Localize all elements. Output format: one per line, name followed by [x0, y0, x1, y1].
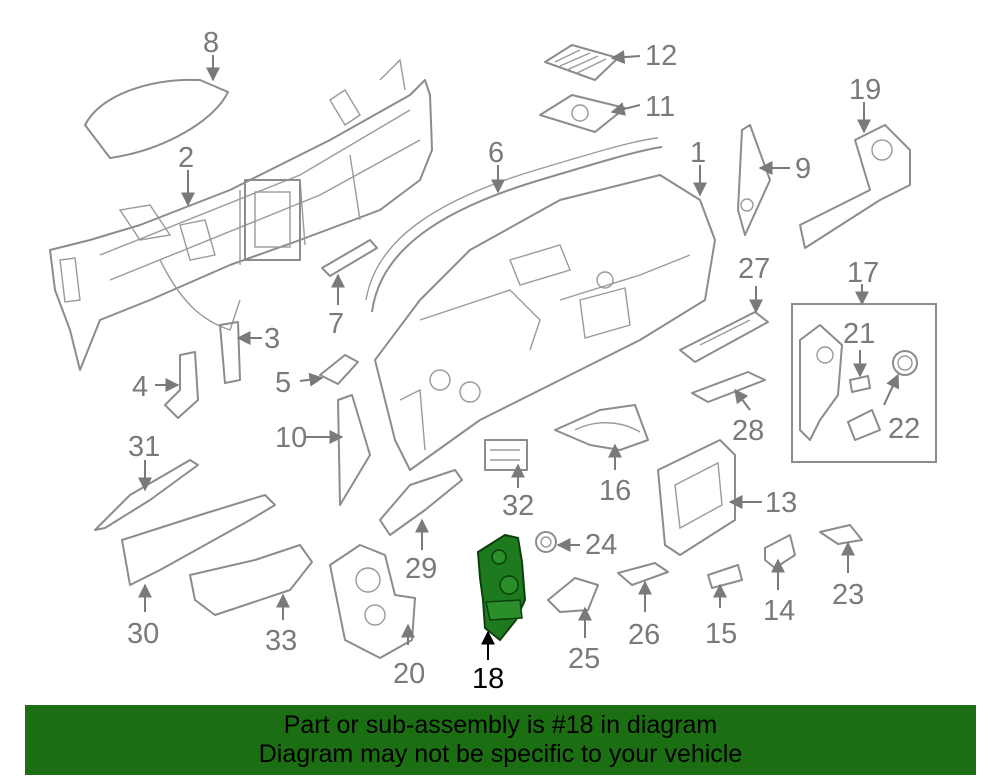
- callout-arrows: [138, 50, 900, 660]
- callout-33: 33: [265, 625, 297, 657]
- info-banner: Part or sub-assembly is #18 in diagram D…: [25, 705, 976, 775]
- callout-20: 20: [393, 658, 425, 690]
- callout-26: 26: [628, 619, 660, 651]
- part-16-cluster-hood: [554, 404, 649, 451]
- callout-5: 5: [275, 367, 291, 399]
- part-2-crosscar-beam: [49, 58, 433, 371]
- part-4-bracket: [164, 351, 199, 419]
- part-26-pad: [617, 562, 669, 586]
- part-10-end-panel: [337, 394, 371, 506]
- part-20-bezel: [329, 544, 416, 659]
- part-13-bezel: [657, 439, 736, 556]
- part-5-clip: [319, 354, 359, 385]
- callout-12: 12: [645, 40, 677, 72]
- part-31-bracket: [94, 459, 199, 531]
- part-33-bin: [189, 544, 313, 616]
- part-6-seal: [365, 137, 663, 313]
- callout-15: 15: [705, 618, 737, 650]
- part-28-strip: [691, 371, 766, 403]
- parts-diagram: 8 2 3 4 5 6 7 1 9 10 11 12 13 14 15 16 1…: [49, 27, 937, 695]
- callout-14: 14: [763, 595, 795, 627]
- part-18-highlighted-trim[interactable]: [476, 533, 527, 642]
- part-23-clip: [819, 524, 863, 545]
- callout-31: 31: [128, 431, 160, 463]
- callout-24: 24: [585, 529, 617, 561]
- part-7-vent: [321, 239, 378, 277]
- part-19-trim: [799, 124, 911, 249]
- part-1-instrument-panel: [374, 174, 716, 471]
- callout-6: 6: [488, 137, 504, 169]
- part-27-bracket: [679, 311, 769, 363]
- callout-1: 1: [690, 137, 706, 169]
- callout-4: 4: [132, 371, 148, 403]
- callout-7: 7: [328, 308, 344, 340]
- callout-28: 28: [732, 415, 764, 447]
- callout-25: 25: [568, 643, 600, 675]
- banner-line-2: Diagram may not be specific to your vehi…: [258, 740, 743, 768]
- callout-32: 32: [502, 490, 534, 522]
- part-30-knee-panel: [121, 494, 276, 586]
- part-8-cover: [84, 78, 229, 159]
- callout-11: 11: [645, 91, 675, 123]
- callout-23: 23: [832, 579, 864, 611]
- callout-27: 27: [738, 253, 770, 285]
- part-14-bracket: [764, 534, 796, 569]
- callout-10: 10: [275, 422, 307, 454]
- part-29-bracket: [379, 469, 463, 536]
- callout-18[interactable]: 18: [472, 663, 504, 695]
- callout-21: 21: [843, 318, 875, 350]
- callout-19: 19: [849, 74, 881, 106]
- part-24-knob: [535, 531, 557, 553]
- callout-29: 29: [405, 553, 437, 585]
- callout-17: 17: [847, 257, 879, 289]
- part-12-panel: [544, 44, 619, 81]
- callout-3: 3: [264, 323, 280, 355]
- callout-9: 9: [795, 153, 811, 185]
- part-9-end-panel: [737, 124, 771, 236]
- part-25-pocket: [547, 577, 599, 613]
- banner-line-1: Part or sub-assembly is #18 in diagram: [283, 711, 718, 739]
- callout-30: 30: [127, 618, 159, 650]
- part-15-switch: [707, 564, 743, 589]
- callout-2: 2: [178, 142, 194, 174]
- part-32-switch: [484, 439, 528, 471]
- callout-16: 16: [599, 475, 631, 507]
- callout-13: 13: [765, 487, 797, 519]
- part-11-panel: [539, 94, 626, 133]
- callout-22: 22: [888, 413, 920, 445]
- callout-8: 8: [203, 27, 219, 59]
- part-3-bracket: [219, 321, 241, 384]
